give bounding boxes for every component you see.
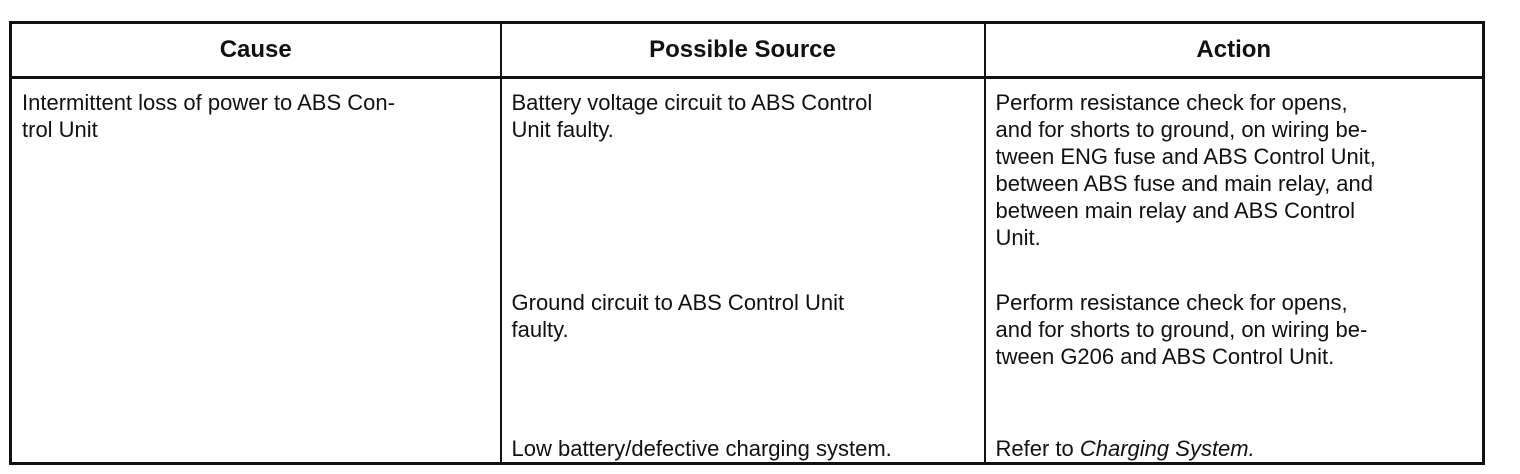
source-text: Low battery/defective charging system. — [511, 436, 892, 461]
source-cell: Ground circuit to ABS Control Unit fault… — [499, 279, 986, 417]
source-cell: Low battery/defective charging system. — [499, 417, 986, 464]
action-text-prefix: Refer to — [995, 436, 1080, 461]
action-cell: Refer to Charging System. — [983, 417, 1485, 464]
action-cell: Perform resistance check for opens, and … — [983, 77, 1485, 279]
header-row: Cause Possible Source Action — [9, 21, 1485, 79]
header-action: Action — [983, 21, 1485, 79]
header-possible-source: Possible Source — [499, 21, 986, 79]
source-text: Ground circuit to ABS Control Unit fault… — [511, 290, 845, 342]
source-text: Battery voltage circuit to ABS Control U… — [511, 90, 873, 142]
action-text: Perform resistance check for opens, and … — [995, 90, 1376, 250]
cause-text: Intermittent loss of power to ABS Con- t… — [22, 90, 395, 142]
source-cell: Battery voltage circuit to ABS Control U… — [499, 77, 986, 279]
table-row: Low battery/defective charging system. R… — [11, 417, 1485, 464]
header-cause: Cause — [9, 21, 502, 79]
action-cell: Perform resistance check for opens, and … — [983, 279, 1485, 417]
charging-system-reference: Charging System. — [1079, 436, 1255, 461]
action-text: Perform resistance check for opens, and … — [995, 290, 1368, 369]
troubleshooting-table: Cause Possible Source Action Intermitten… — [9, 21, 1485, 465]
cause-cell: Intermittent loss of power to ABS Con- t… — [9, 77, 502, 464]
table-row: Intermittent loss of power to ABS Con- t… — [9, 77, 1485, 464]
table-row: Ground circuit to ABS Control Unit fault… — [11, 279, 1485, 417]
